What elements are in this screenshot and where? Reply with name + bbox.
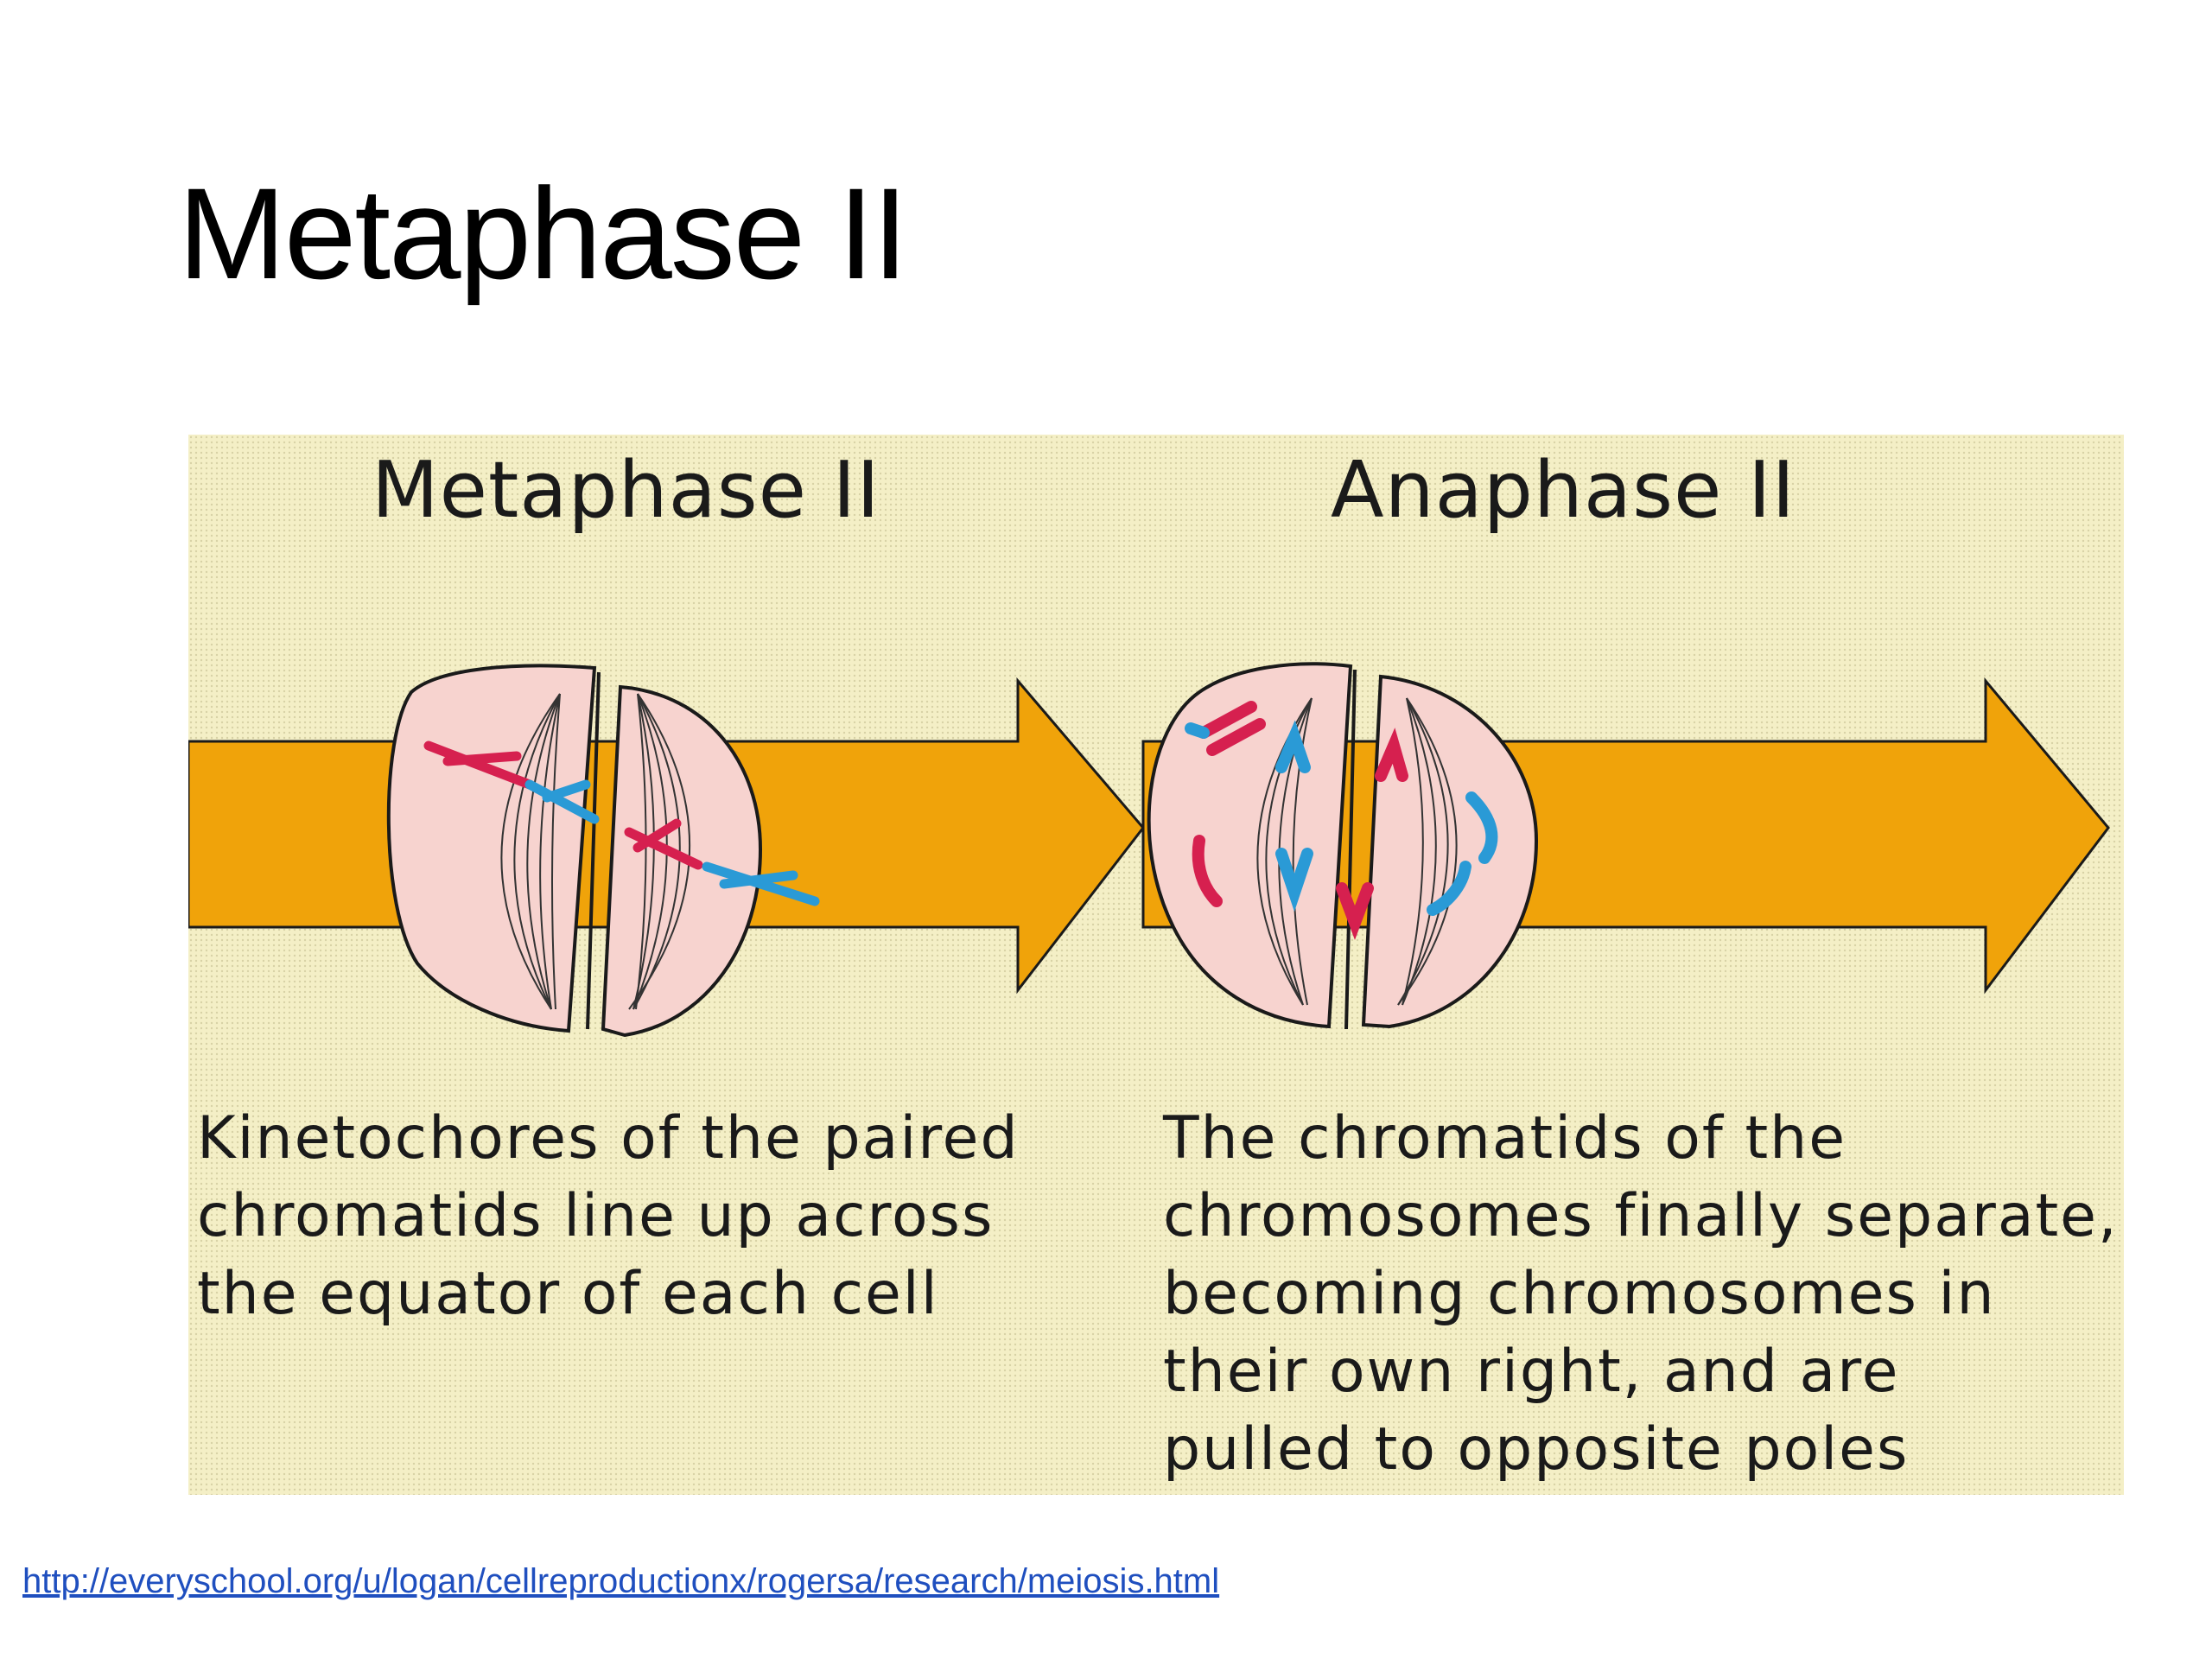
caption-line: chromosomes finally separate, — [1163, 1178, 2119, 1255]
caption-line: the equator of each cell — [197, 1255, 1020, 1333]
source-link[interactable]: http://everyschool.org/u/logan/cellrepro… — [22, 1562, 1219, 1601]
anaphase-heading: Anaphase II — [1331, 445, 1796, 536]
metaphase-heading: Metaphase II — [372, 445, 880, 536]
caption-line: Kinetochores of the paired — [197, 1100, 1020, 1178]
anaphase-caption: The chromatids of the chromosomes finall… — [1163, 1100, 2119, 1489]
red-chromatid — [448, 756, 517, 761]
meiosis-figure: Metaphase II Anaphase II Kinetochores of… — [188, 435, 2124, 1495]
caption-line: pulled to opposite poles — [1163, 1411, 2119, 1489]
caption-line: chromatids line up across — [197, 1178, 1020, 1255]
metaphase-caption: Kinetochores of the paired chromatids li… — [197, 1100, 1020, 1333]
caption-line: The chromatids of the — [1163, 1100, 2119, 1178]
caption-line: becoming chromosomes in — [1163, 1255, 2119, 1333]
caption-line: their own right, and are — [1163, 1333, 2119, 1411]
slide-title: Metaphase II — [178, 168, 906, 298]
blue-chromatid — [1191, 728, 1204, 733]
